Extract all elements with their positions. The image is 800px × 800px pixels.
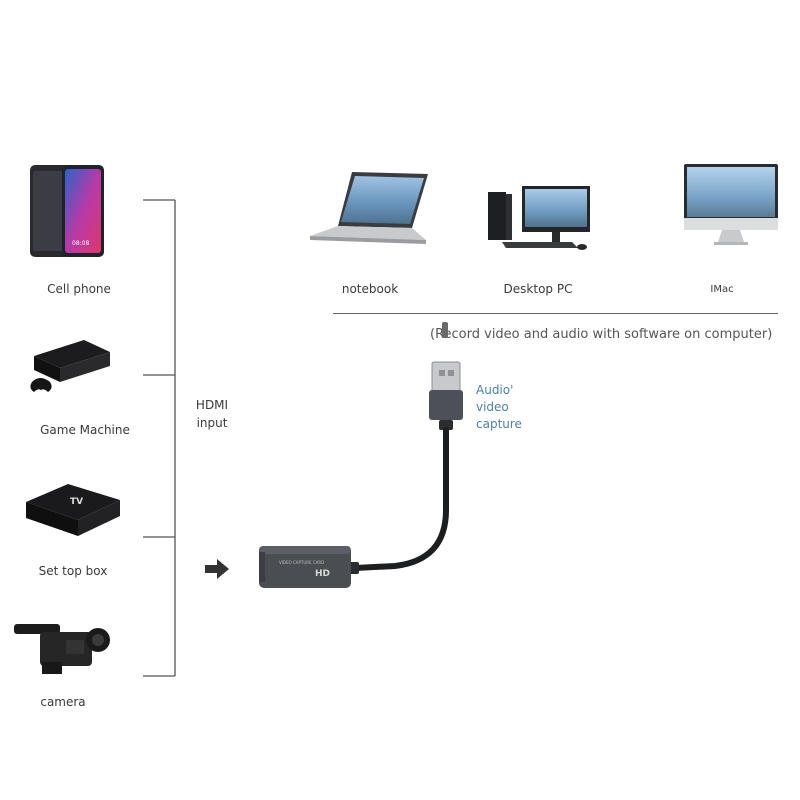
arrow-right-icon xyxy=(205,559,229,579)
notebook-image xyxy=(308,170,432,248)
source-label-game-machine: Game Machine xyxy=(40,423,130,437)
source-label-camera: camera xyxy=(40,695,86,709)
cell-phone-image: 08:08 xyxy=(28,163,108,259)
imac-icon xyxy=(684,164,778,245)
cell-phone-icon: 08:08 xyxy=(30,165,104,257)
desktop-pc-icon xyxy=(488,186,590,250)
source-label-cell-phone: Cell phone xyxy=(47,282,111,296)
camera-image xyxy=(12,618,112,678)
game-console-icon xyxy=(30,340,110,392)
capture-label-line1: Audio' xyxy=(476,383,514,397)
laptop-icon xyxy=(310,172,428,244)
capture-card-small-text: VIDEO CAPTURE CARD xyxy=(279,560,324,565)
hdmi-input-line2: input xyxy=(196,416,228,430)
computer-label-desktop-pc: Desktop PC xyxy=(503,282,573,296)
hdmi-input-label: HDMI input xyxy=(196,396,228,432)
camcorder-icon xyxy=(14,624,110,674)
imac-image xyxy=(682,162,780,248)
computers-divider xyxy=(333,313,778,314)
svg-text:08:08: 08:08 xyxy=(72,240,89,247)
set-top-box-image: TV xyxy=(22,480,124,540)
capture-card-brand: HD xyxy=(315,569,330,579)
source-label-set-top-box: Set top box xyxy=(38,564,108,578)
computer-label-notebook: notebook xyxy=(341,282,399,296)
set-top-box-icon: TV xyxy=(26,484,120,536)
hdmi-input-line1: HDMI xyxy=(195,398,229,412)
record-note: (Record video and audio with software on… xyxy=(430,327,773,342)
desktop-pc-image xyxy=(486,184,592,252)
capture-label-line3: capture xyxy=(476,417,522,431)
capture-label: Audio' video capture xyxy=(476,382,522,433)
capture-label-line2: video xyxy=(476,400,509,414)
computer-label-imac: IMac xyxy=(710,284,734,295)
source-bracket xyxy=(143,199,176,677)
svg-text:TV: TV xyxy=(70,497,83,507)
capture-card-image: HD VIDEO CAPTURE CARD xyxy=(259,322,463,588)
game-machine-image xyxy=(26,338,112,404)
